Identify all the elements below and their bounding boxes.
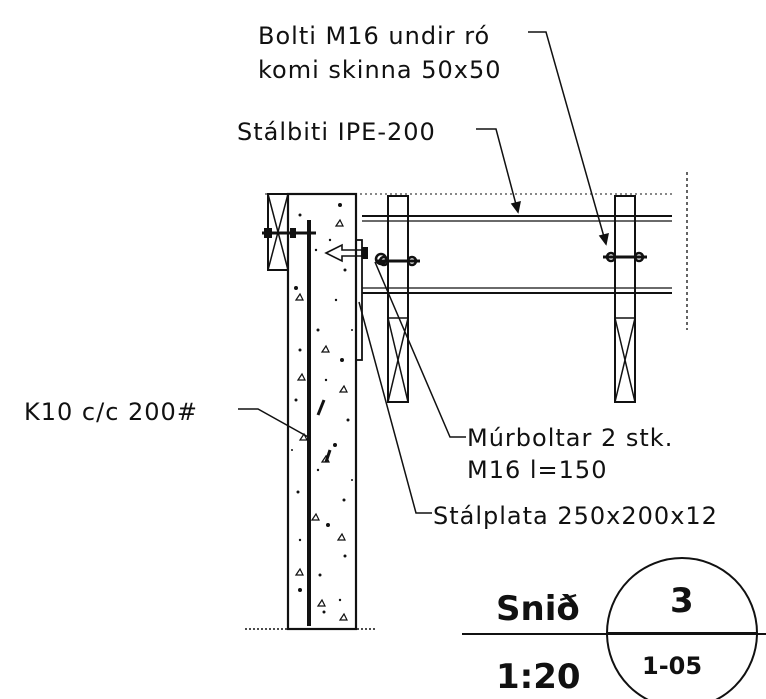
detail-number: 3	[670, 581, 694, 621]
leader-plate	[358, 301, 432, 514]
plate-label: Stálplata 250x200x12	[433, 502, 718, 530]
sheet-reference: 1-05	[642, 652, 702, 680]
leader-beam	[476, 128, 519, 213]
steel-beam-ipe200	[362, 215, 672, 294]
title-block: Snið 1:20 3 1-05	[462, 557, 766, 699]
wall-bolt	[262, 228, 316, 238]
anchor-label-line2: M16 l=150	[467, 456, 607, 484]
leader-bolt-arrow	[598, 232, 609, 246]
timber-post-2	[603, 195, 647, 403]
leader-anchor	[374, 261, 466, 438]
leader-lines	[238, 31, 609, 514]
steel-plate	[355, 239, 363, 361]
leader-bolt	[528, 31, 607, 245]
rebar-label: K10 c/c 200#	[24, 398, 198, 426]
bolt-label-line2: komi skinna 50x50	[258, 56, 502, 84]
leader-rebar	[238, 408, 311, 439]
concrete-wall	[286, 192, 358, 631]
timber-post-1	[376, 195, 420, 403]
leader-beam-arrow	[510, 200, 521, 214]
beam-label: Stálbiti IPE-200	[237, 118, 436, 146]
scale-label: 1:20	[496, 657, 581, 697]
anchor-label-line1: Múrboltar 2 stk.	[467, 424, 673, 452]
bolt-label-line1: Bolti M16 undir ró	[258, 22, 490, 50]
section-label: Snið	[496, 589, 580, 629]
